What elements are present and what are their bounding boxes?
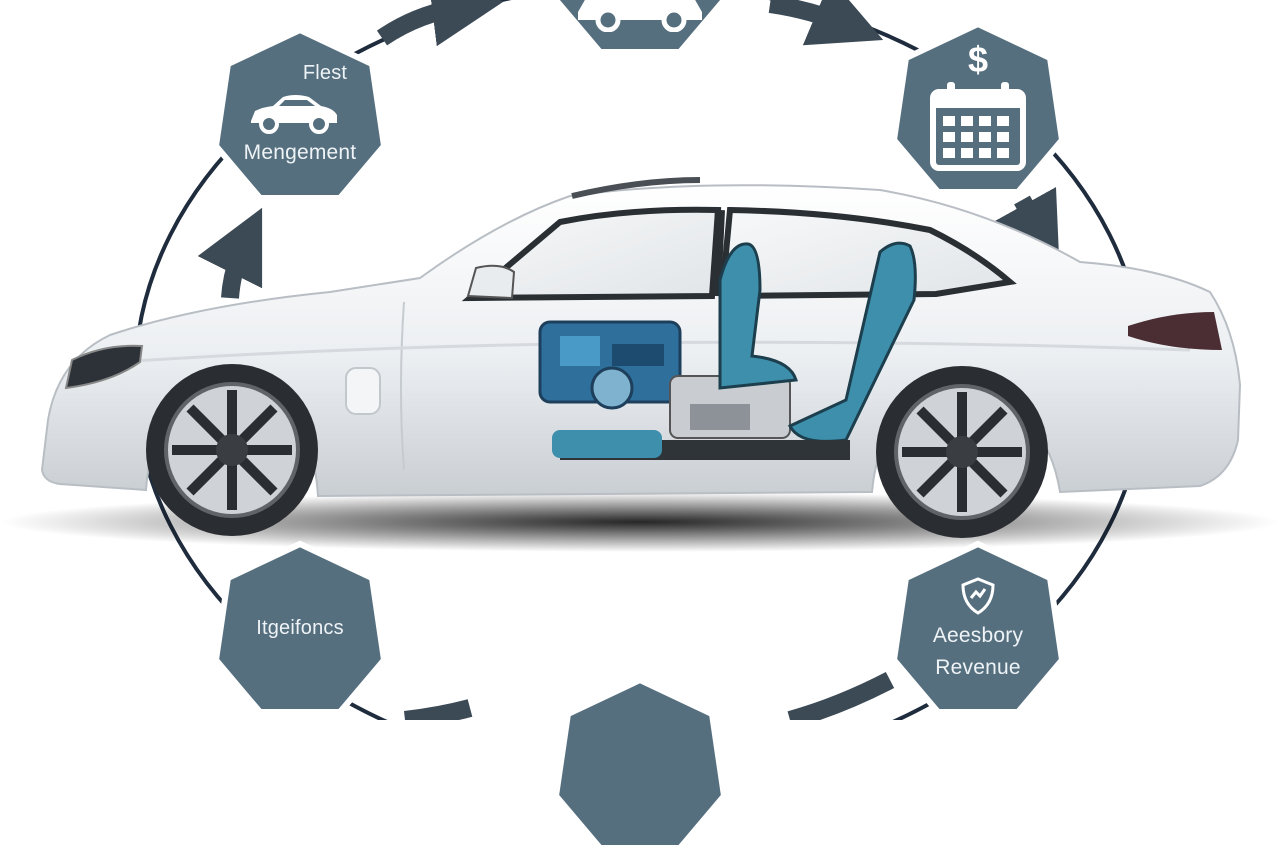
arrow-billing-down [993,187,1060,268]
engine-detail [560,336,600,366]
arrow-up-to-fleet [197,207,263,299]
drive-unit-grille [690,404,750,430]
arrow-top-to-billing [768,0,884,46]
fuel-cap [345,367,381,415]
headlight [64,344,144,390]
node-top [552,0,728,56]
node-shape [890,540,1066,715]
seat-base [552,430,662,458]
node-bottom [552,676,728,852]
rear-wheel [876,366,1048,538]
door-line [400,301,405,471]
node-interfaces: Itgeifoncs [212,540,388,716]
front-wheel [146,364,318,536]
car-illustration [40,177,1242,538]
accessory-label-line2: Revenue [935,656,1021,679]
taillight [1128,312,1222,350]
side-mirror [466,264,516,300]
fleet-label-line2: Mengement [243,141,357,165]
diagram-canvas [0,0,1280,720]
node-shape [212,540,388,715]
node-shape [552,676,728,851]
front-seat [718,242,798,390]
fleet-label-line1: Flest [302,62,348,85]
interfaces-label: Itgeifoncs [256,616,344,639]
arrow-bottom-right [787,672,895,720]
car-icon [578,0,702,32]
dollar-calendar-icon: $ [930,39,1026,171]
roof-trim [571,177,701,199]
node-fleet-management: Flest Mengement [212,26,388,202]
shield-badge-icon [961,577,995,615]
cycle-arrows [197,0,1060,720]
window-pillar [711,209,725,297]
cutaway-interior [538,241,917,460]
arrow-fleet-to-top [376,0,504,47]
engine-pulley [590,366,634,410]
engine-detail [612,344,664,366]
arrow-bottom-left [403,699,473,720]
node-accessory-revenue: Aeesbory Revenue [890,540,1066,716]
rear-seat [787,241,917,443]
car-icon [250,95,337,135]
accessory-label-line1: Aeesbory [932,623,1024,647]
svg-text:$: $ [968,39,988,80]
rear-window [718,206,1017,300]
node-billing: $ [890,20,1066,196]
